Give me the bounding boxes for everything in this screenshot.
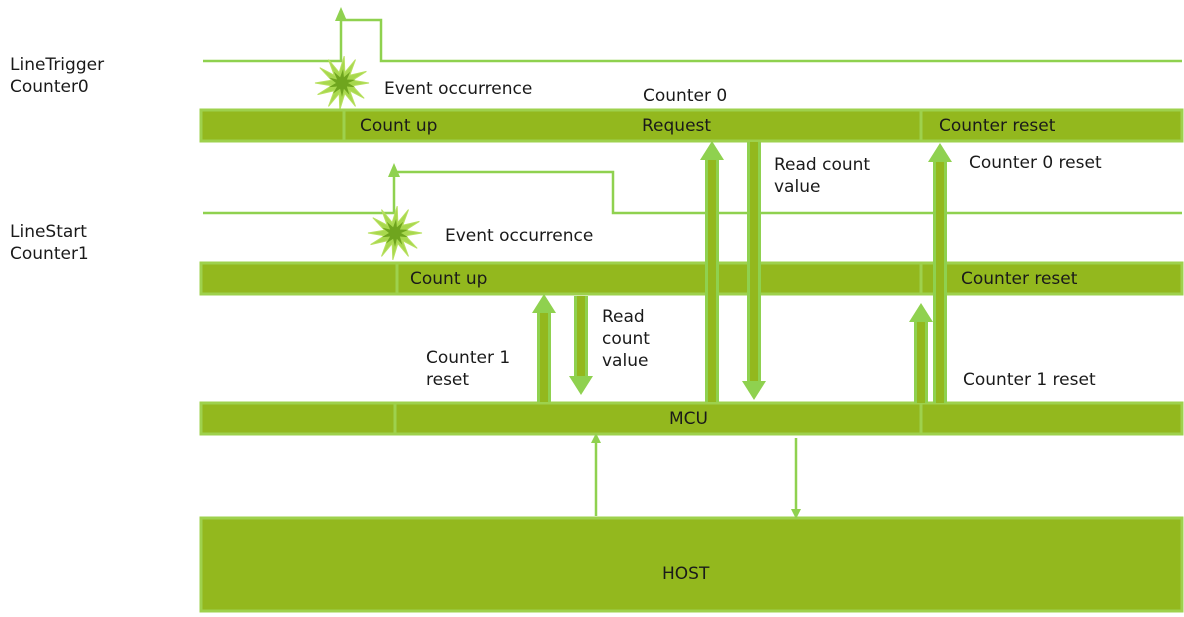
counter1-count-up-label: Count up bbox=[410, 269, 488, 289]
host-bar bbox=[199, 516, 1184, 613]
counter0-request-label: Request bbox=[642, 116, 712, 136]
line-start-edge-arrow-icon bbox=[388, 163, 400, 177]
counter1-reset-annotation: Counter 1 reset bbox=[963, 370, 1096, 390]
host-label: HOST bbox=[662, 564, 710, 584]
event-occurrence-label: Event occurrence bbox=[384, 79, 533, 99]
counter0-reset-label: Counter reset bbox=[939, 116, 1056, 136]
line-trigger-counter0-label: LineTrigger Counter0 bbox=[10, 55, 105, 97]
counter1-reset-arrow-right bbox=[909, 303, 933, 403]
counter0-reset-annotation: Counter 0 reset bbox=[969, 153, 1102, 173]
counter1-reset-arrow-left bbox=[532, 294, 556, 402]
read-count-value-label: Read count value bbox=[602, 307, 650, 371]
line-trigger-waveform bbox=[203, 18, 1182, 63]
read-count-value-arrow-1 bbox=[569, 296, 593, 395]
counter1-reset-annotation: Counter 1 reset bbox=[426, 348, 511, 390]
read-count-value-label: Read count value bbox=[774, 155, 871, 197]
mcu-bar bbox=[199, 401, 1184, 436]
counter0-count-up-label: Count up bbox=[360, 116, 438, 136]
line-start-counter1-label: LineStart Counter1 bbox=[10, 222, 89, 264]
counter1-bar bbox=[199, 261, 1184, 296]
counter0-bar bbox=[199, 108, 1184, 143]
read-count-value-arrow-0 bbox=[742, 142, 766, 400]
request-arrow bbox=[700, 141, 724, 402]
line-trigger-edge-arrow-icon bbox=[335, 7, 347, 21]
counter0-reset-arrow bbox=[928, 143, 952, 403]
event-burst-icon bbox=[367, 205, 423, 261]
counter0-title: Counter 0 bbox=[643, 86, 728, 106]
event-burst-icon bbox=[314, 55, 370, 111]
counter1-reset-label: Counter reset bbox=[961, 269, 1078, 289]
line-start-waveform bbox=[203, 170, 1182, 215]
mcu-label: MCU bbox=[669, 409, 708, 429]
event-occurrence-label: Event occurrence bbox=[445, 226, 594, 246]
